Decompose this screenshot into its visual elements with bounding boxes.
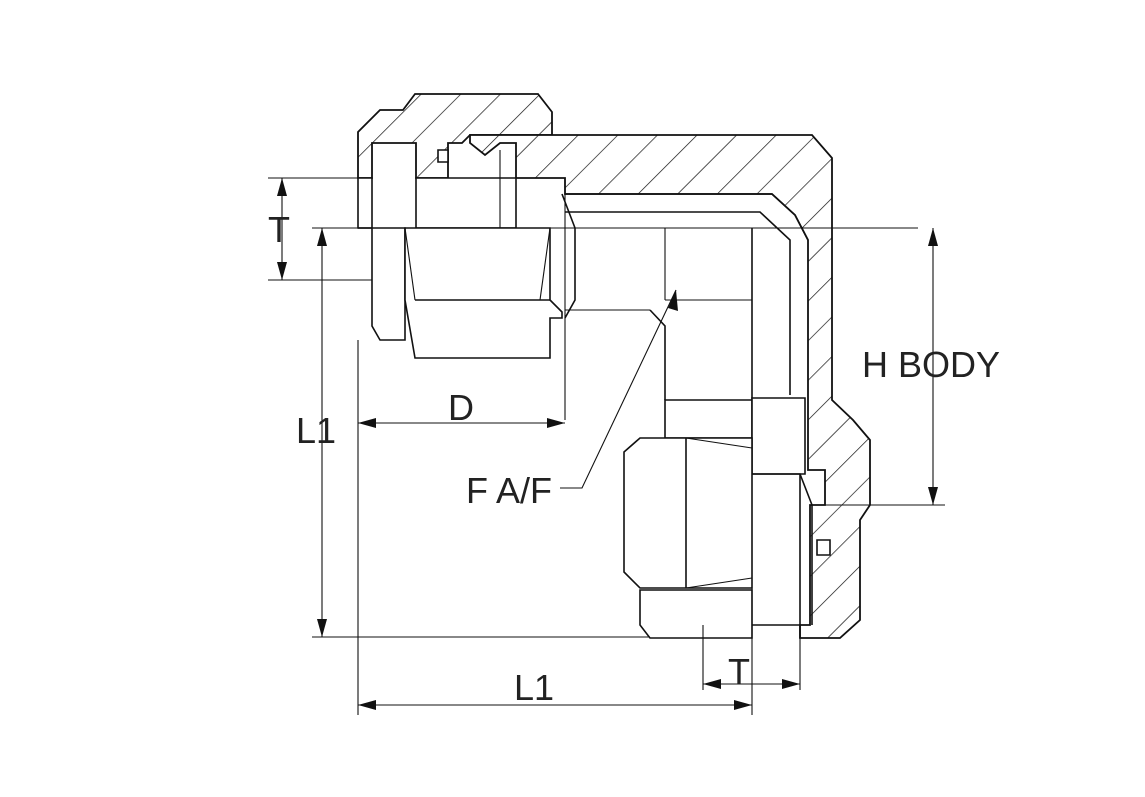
dimension-labels: T L1 D F A/F H BODY L1 T [268, 209, 1000, 708]
fitting-body-section [357, 93, 871, 639]
bottom-collar [664, 399, 753, 439]
internal-passages [565, 193, 809, 400]
label-f-af: F A/F [466, 470, 552, 511]
label-t-top: T [268, 209, 290, 250]
ferrule-top [415, 177, 517, 229]
bottom-port-assembly [623, 397, 831, 690]
label-h-body: H BODY [862, 344, 1000, 385]
label-l1-vertical: L1 [296, 410, 336, 451]
bottom-hex-nut [623, 437, 753, 589]
top-hex-nut [404, 227, 563, 359]
bottom-sleeve [751, 397, 806, 475]
bottom-tube-end [639, 589, 753, 639]
dimension-lines [268, 177, 945, 715]
label-l1-horizontal: L1 [514, 667, 554, 708]
top-nut-section [357, 93, 553, 179]
label-t-bottom: T [728, 651, 750, 692]
top-nut-face [357, 177, 373, 229]
top-nut-lower [358, 227, 406, 341]
label-d: D [448, 387, 474, 428]
elbow-body-section [469, 134, 871, 639]
top-port-assembly [357, 149, 576, 420]
